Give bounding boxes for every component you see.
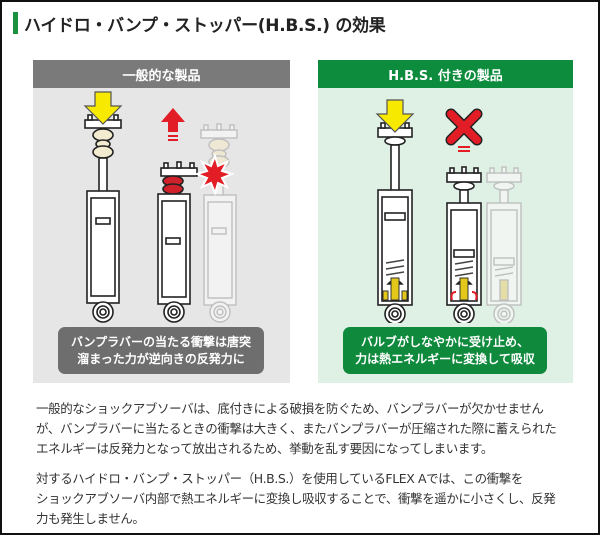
down-arrow-yellow-icon (375, 99, 415, 133)
panel-conventional-product: 一般的な製品 (33, 60, 290, 383)
page-title: ハイドロ・バンプ・ストッパー(H.B.S.) の効果 (24, 15, 386, 36)
hbs-note-bubble: バルブがしなやかに受け止め、 力は熱エネルギーに変換して吸収 (343, 327, 547, 374)
shock-absorber-rebound-ghost (200, 123, 238, 323)
hbs-shock-absorber-ghost (486, 166, 522, 323)
panel-header-conventional: 一般的な製品 (33, 60, 290, 88)
hbs-valve-active (450, 277, 478, 301)
text-line: が、バンプラバーに当たるときの衝撃は大きく、またバンプラバーが圧縮された際に蓄え… (36, 421, 557, 436)
hbs-shock-illustration (375, 99, 522, 323)
panel-hbs-product: H.B.S. 付きの製品 (318, 60, 573, 383)
impact-burst-icon (193, 152, 236, 197)
conventional-shock-illustration (83, 91, 238, 323)
section-heading: ハイドロ・バンプ・ストッパー(H.B.S.) の効果 (13, 12, 386, 36)
heading-accent-bar (13, 12, 18, 34)
text-line: 力も発生しません。 (36, 511, 145, 526)
text-line: 一般的なショックアブソーバは、底付きによる破損を防ぐため、バンプラバーが欠かせま… (36, 401, 544, 416)
up-arrow-red-icon (161, 108, 185, 141)
text-line: 対するハイドロ・バンプ・ストッパー（H.B.S.）を使用しているFLEX Aでは… (36, 471, 523, 486)
note-line: バンプラバーの当たる衝撃は唐突 (70, 334, 252, 349)
description-paragraph-2: 対するハイドロ・バンプ・ストッパー（H.B.S.）を使用しているFLEX Aでは… (36, 469, 584, 529)
down-arrow-yellow-icon (83, 91, 123, 125)
note-line: バルブがしなやかに受け止め、 (360, 334, 529, 349)
text-line: ショックアブソーバ内部で熱エネルギーに変換し吸収することで、衝撃を遥かに小さくし… (36, 491, 556, 506)
note-line: 溜まった力が逆向きの反発力に (77, 351, 245, 366)
panel-header-hbs: H.B.S. 付きの製品 (318, 60, 573, 88)
text-line: エネルギーは反発力となって放出されるため、挙動を乱す要因になってしまいます。 (36, 441, 493, 456)
note-line: 力は熱エネルギーに変換して吸収 (355, 351, 535, 366)
shock-absorber-bottomed (157, 161, 198, 323)
description-paragraph-1: 一般的なショックアブソーバは、底付きによる破損を防ぐため、バンプラバーが欠かせま… (36, 399, 584, 459)
conventional-note-bubble: バンプラバーの当たる衝撃は唐突 溜まった力が逆向きの反発力に (58, 327, 264, 374)
shock-absorber-compressing (84, 113, 122, 323)
hbs-valve (382, 277, 408, 301)
cross-mark-red-icon (445, 108, 483, 152)
